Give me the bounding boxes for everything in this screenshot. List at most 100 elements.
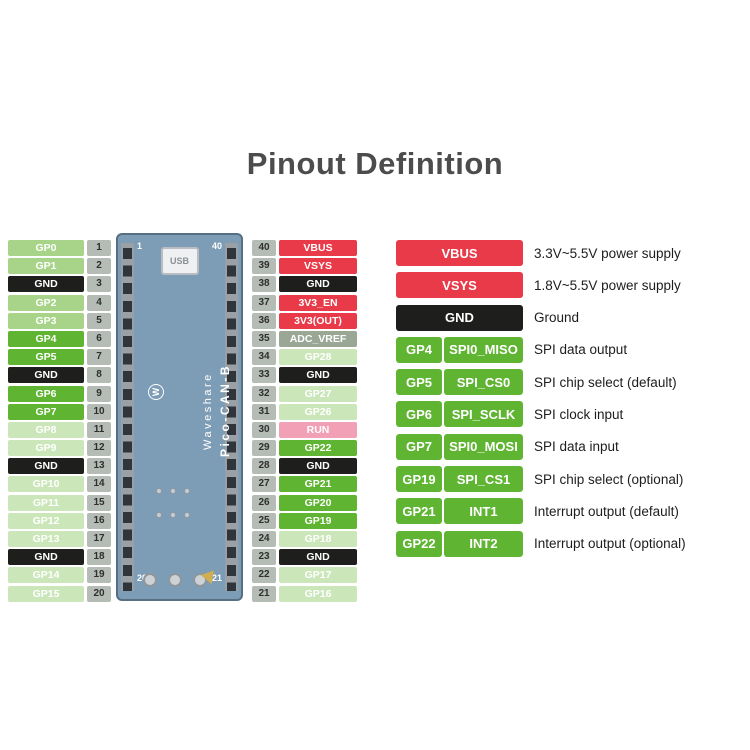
pin-number: 28 bbox=[252, 458, 276, 475]
pin-number: 22 bbox=[252, 567, 276, 584]
legend-pin-function: SPI_CS1 bbox=[444, 466, 523, 493]
pin-label: GP9 bbox=[8, 440, 84, 457]
pin-label: GND bbox=[8, 549, 84, 566]
legend-pin-function: INT1 bbox=[444, 498, 523, 525]
legend-description: 1.8V~5.5V power supply bbox=[534, 277, 681, 293]
legend-description: SPI data input bbox=[534, 439, 619, 455]
pin-number: 25 bbox=[252, 512, 276, 529]
pin-label: GND bbox=[8, 458, 84, 475]
mounting-pad bbox=[192, 573, 207, 587]
legend-pin-name: GP6 bbox=[396, 401, 442, 428]
legend-description: Interrupt output (default) bbox=[534, 503, 679, 519]
pin-number: 27 bbox=[252, 476, 276, 493]
pin-number: 29 bbox=[252, 440, 276, 457]
legend-pin-name: GP19 bbox=[396, 466, 442, 493]
pin-number: 31 bbox=[252, 403, 276, 420]
pin-label: GP22 bbox=[279, 440, 357, 457]
pin-label: GP27 bbox=[279, 385, 357, 402]
pin-label: VSYS bbox=[279, 258, 357, 275]
pin-label: GND bbox=[279, 367, 357, 384]
pin-label: GP7 bbox=[8, 403, 84, 420]
pad-dot bbox=[156, 488, 162, 494]
pin-label: GP16 bbox=[279, 585, 357, 602]
pin-number: 21 bbox=[252, 585, 276, 602]
pin-number: 20 bbox=[87, 585, 111, 602]
legend-pin-name: GP7 bbox=[396, 433, 442, 460]
pin-label: ADC_VREF bbox=[279, 330, 357, 347]
pin-label: 3V3(OUT) bbox=[279, 312, 357, 329]
pin-label: GND bbox=[279, 276, 357, 293]
mounting-pads bbox=[142, 573, 207, 587]
pad-dot bbox=[170, 512, 176, 518]
pin-number: 7 bbox=[87, 349, 111, 366]
board-model-text: Pico-CAN-B bbox=[218, 364, 232, 457]
pin-number: 17 bbox=[87, 531, 111, 547]
usb-label: USB bbox=[169, 256, 189, 266]
pin-number: 32 bbox=[252, 385, 276, 402]
board-pin20-marker: 20 bbox=[137, 573, 147, 583]
board-pin40-marker: 40 bbox=[211, 241, 222, 251]
pin-number: 33 bbox=[252, 367, 276, 384]
pin-number: 10 bbox=[87, 403, 111, 420]
pin-number: 35 bbox=[252, 330, 276, 347]
legend-pin-name: GP22 bbox=[396, 530, 442, 557]
pin-label: 3V3_EN bbox=[279, 294, 357, 311]
pin-number: 11 bbox=[87, 421, 111, 438]
solder-pad-dots bbox=[156, 512, 190, 518]
pin-label: GP12 bbox=[8, 512, 84, 529]
pin-label: GP14 bbox=[8, 567, 84, 584]
legend-description: Interrupt output (optional) bbox=[534, 536, 686, 552]
pin-label: GP3 bbox=[8, 312, 84, 329]
board-pin1-marker: 1 bbox=[137, 241, 143, 251]
waveshare-logo-icon: W bbox=[148, 384, 164, 400]
solder-pad-dots bbox=[156, 488, 190, 494]
pin-number: 16 bbox=[87, 512, 111, 529]
pin-label: GP4 bbox=[8, 330, 84, 347]
pin-number: 5 bbox=[87, 312, 111, 329]
board-brand-text: Waveshare bbox=[202, 372, 214, 450]
pin-number: 4 bbox=[87, 294, 111, 311]
legend-pin-name: GP21 bbox=[396, 498, 442, 525]
pin-header-strip-right bbox=[225, 243, 238, 591]
pin-number: 1 bbox=[87, 240, 111, 256]
legend-pin-function: INT2 bbox=[444, 530, 523, 557]
pin-number: 12 bbox=[87, 440, 111, 457]
legend-pin-function: SPI_SCLK bbox=[444, 401, 523, 428]
